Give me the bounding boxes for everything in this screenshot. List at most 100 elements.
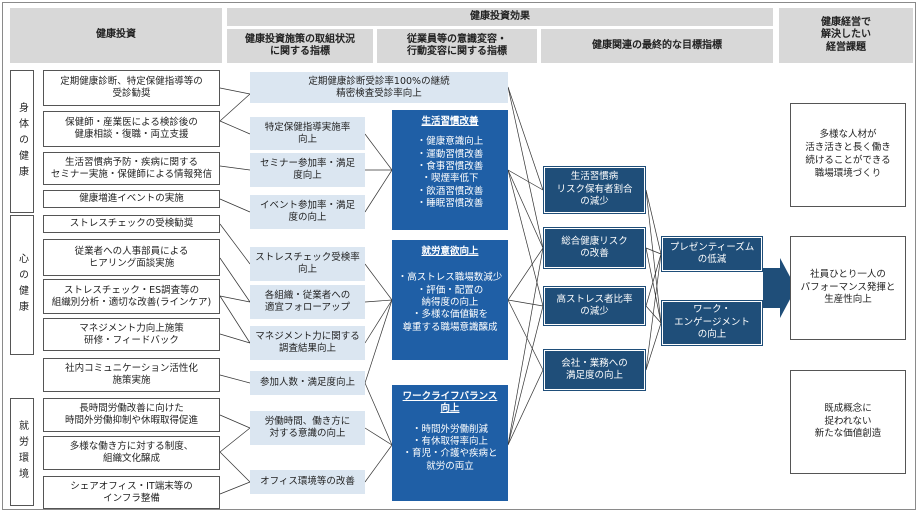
behavior-item: 就労の両立: [426, 460, 474, 472]
behavior-title: ワークライフバランス 向上: [402, 391, 498, 415]
header-effects: 健康投資効果: [227, 8, 773, 26]
connector: [219, 333, 251, 344]
connector: [219, 295, 251, 344]
connector: [507, 305, 544, 446]
indicator-item: 特定保健指導実施率 向上: [250, 117, 365, 150]
indicator-item: イベント参加率・満足 度の向上: [250, 195, 365, 229]
final-indicator: 総合健康リスク の改善: [543, 227, 646, 269]
indicator-item: マネジメント力に関する 調査結果向上: [250, 326, 365, 360]
outcome-engagement: ワーク・ エンゲージメント の向上: [661, 300, 763, 346]
behavior-item: 納得度の向上: [421, 297, 479, 309]
investment-item: 長時間労働改善に向けた 時間外労働抑制や休暇取得促進: [43, 398, 220, 432]
connector: [364, 427, 393, 446]
investment-item: 健康増進イベントの実施: [43, 190, 220, 208]
connector: [219, 120, 251, 135]
final-indicator: 会社・業務への 満足度の向上: [543, 349, 646, 391]
connector: [219, 427, 251, 453]
investment-item: 保健師・産業医による検診後の 健康相談・復職・両立支援: [43, 111, 220, 147]
connector: [364, 133, 393, 171]
final-indicator: 高ストレス者比率 の減少: [543, 286, 646, 326]
investment-item: マネジメント力向上施策 研修・フィードバック: [43, 318, 220, 351]
investment-item: 多様な働き方に対する制度、 組織文化醸成: [43, 436, 220, 470]
header-initiatives: 健康投資施策の取組状況 に関する指標: [227, 29, 373, 63]
behavior-item: ・食事習慣改善: [416, 161, 484, 173]
outcome-presenteeism: プレゼンティーズム の低減: [661, 236, 763, 272]
result-arrow: [763, 258, 796, 318]
header-investment: 健康投資: [10, 8, 222, 63]
connector: [219, 223, 251, 265]
connector: [645, 247, 662, 324]
category-work-environment: 就労環境: [10, 398, 34, 506]
header-issues: 健康経営で 解決したい 経営課題: [779, 8, 913, 63]
goal-box: 既成概念に 捉われない 新たな価値創造: [790, 370, 906, 474]
behavior-item: ・喫煙率低下: [421, 173, 479, 185]
connector: [219, 414, 251, 429]
connector: [364, 299, 393, 344]
category-physical-health: 身体の健康: [10, 70, 34, 213]
connector: [364, 263, 393, 301]
connector: [219, 87, 251, 95]
indicator-item: ストレスチェック受検率 向上: [250, 247, 365, 281]
connector: [507, 169, 544, 307]
connector: [364, 299, 393, 384]
connector: [364, 169, 393, 213]
connector: [219, 257, 251, 303]
behavior-item: ・睡眠習慣改善: [416, 198, 484, 210]
goal-box: 多様な人材が 活き活きと長く働き 続けることができる 職場環境づくり: [790, 103, 906, 207]
investment-item: 社内コミュニケーション活性化 施策実施: [43, 358, 220, 392]
behavior-lifestyle-box: 生活習慣改善 ・健康意識向上 ・運動習慣改善 ・食事習慣改善 ・喫煙率低下 ・飲…: [392, 110, 508, 230]
behavior-item: ・育児・介護や疾病と: [402, 448, 498, 460]
connector: [364, 444, 393, 483]
connector: [507, 169, 544, 191]
connector: [219, 165, 251, 171]
behavior-title: 就労意欲向上: [421, 246, 479, 257]
behavior-item: ・運動習慣改善: [416, 148, 484, 160]
connector: [364, 382, 393, 446]
connector: [645, 189, 662, 255]
behavior-item: ・時間外労働削減: [411, 423, 488, 435]
connector: [645, 247, 662, 255]
connector: [507, 369, 544, 446]
connector: [507, 86, 544, 191]
investment-item: ストレスチェック・ES調査等の 組織別分析・適切な改善(ラインケア): [43, 279, 220, 314]
connector: [645, 189, 662, 324]
connector: [219, 374, 251, 384]
connector: [219, 481, 251, 495]
investment-item: シェアオフィス・IT端末等の インフラ整備: [43, 476, 220, 509]
header-awareness: 従業員等の意識変容・ 行動変容に関する指標: [377, 29, 537, 63]
connector: [507, 247, 544, 301]
investment-item: 従業者への人事部員による ヒアリング面談実施: [43, 239, 220, 276]
behavior-item: ・飲酒習慣改善: [416, 185, 484, 197]
indicator-item: 労働時間、働き方に 対する意識の向上: [250, 411, 365, 445]
connector: [219, 295, 251, 303]
behavior-item: 尊重する職場意識醸成: [402, 321, 498, 333]
connector: [507, 247, 544, 446]
behavior-item: ・有休取得率向上: [411, 436, 488, 448]
final-indicator: 生活習慣病 リスク保有者割合 の減少: [543, 166, 646, 214]
behavior-motivation-box: 就労意欲向上 ・高ストレス職場数減少 ・評価・配置の 納得度の向上 ・多様な価値…: [392, 240, 508, 360]
category-mental-health: 心の健康: [10, 215, 34, 355]
behavior-item: ・高ストレス職場数減少: [397, 272, 503, 284]
connector: [507, 86, 544, 249]
connector: [507, 169, 544, 249]
indicator-item: セミナー参加率・満足 度向上: [250, 153, 365, 187]
connector: [364, 299, 393, 303]
behavior-item: ・評価・配置の: [416, 284, 484, 296]
header-final-goal: 健康関連の最終的な目標指標: [541, 29, 773, 63]
connector: [507, 299, 544, 371]
connector: [645, 322, 662, 371]
investment-item: 生活習慣病予防・疾病に関する セミナー実施・保健師による情報発信: [43, 152, 220, 185]
investment-item: 定期健康診断、特定保健指導等の 受診勧奨: [43, 70, 220, 106]
connector: [645, 253, 662, 307]
connector: [219, 451, 251, 483]
indicator-item: オフィス環境等の改善: [250, 470, 365, 494]
indicator-item: 参加人数・満足度向上: [250, 371, 365, 395]
behavior-item: ・健康意識向上: [416, 136, 484, 148]
goal-box: 社員ひとり一人の パフォーマンス発揮と 生産性向上: [790, 236, 906, 340]
behavior-item: ・多様な価値観を: [411, 309, 488, 321]
connector: [219, 198, 251, 213]
behavior-title: 生活習慣改善: [421, 116, 479, 127]
